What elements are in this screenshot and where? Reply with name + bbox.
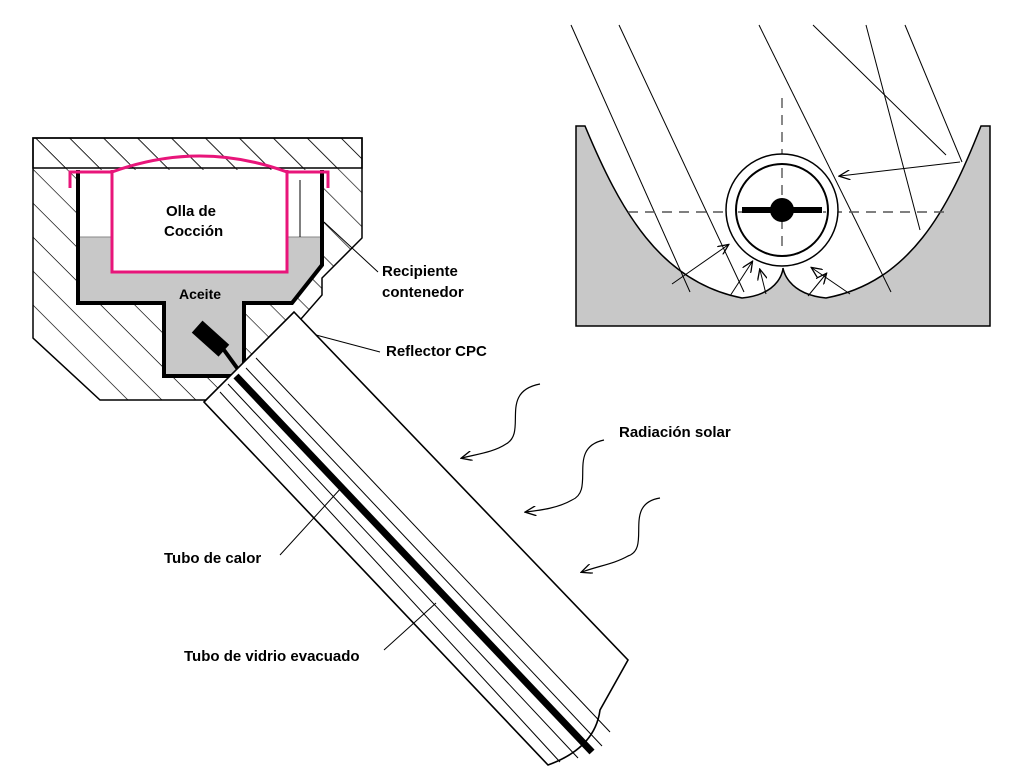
glass-line-3 <box>245 367 603 747</box>
radiation-arrow-3 <box>582 497 661 572</box>
solar-radiation-arrows <box>462 383 661 572</box>
leader-reflector <box>315 334 381 353</box>
oil-label: Aceite <box>179 286 221 302</box>
heat-pipe <box>233 373 595 755</box>
pot-label-2: Cocción <box>164 223 223 240</box>
container-label-2: contenedor <box>382 284 464 301</box>
container-label-1: Recipiente <box>382 263 458 280</box>
sun-rays <box>570 24 963 293</box>
glass-tube-label: Tubo de vidrio evacuado <box>184 648 360 665</box>
leader-glass-tube <box>383 602 437 651</box>
cpc-reflector-body <box>575 125 991 327</box>
leader-container <box>323 221 379 273</box>
heat-pipe-head <box>191 320 230 357</box>
heat-pipe-core <box>770 198 794 222</box>
glass-line-4 <box>255 357 611 733</box>
leader-heat-pipe <box>279 486 343 556</box>
cooker-section: Olla de Cocción Aceite <box>32 137 363 401</box>
cpc-section <box>570 24 991 327</box>
radiation-arrow-2 <box>526 439 605 512</box>
heat-pipe-label: Tubo de calor <box>164 550 261 567</box>
radiation-arrow-1 <box>462 383 541 458</box>
pot-lid <box>68 154 330 188</box>
cooking-pot <box>110 170 289 274</box>
lid-strip <box>32 137 363 169</box>
radiation-label: Radiación solar <box>619 424 731 441</box>
leader-lines <box>279 221 437 651</box>
reflected-rays <box>671 161 961 297</box>
reflector-label: Reflector CPC <box>386 343 487 360</box>
tube-outline <box>202 310 629 766</box>
glass-line-2 <box>227 383 579 759</box>
glass-line-1 <box>219 391 561 763</box>
evacuated-tube <box>202 310 629 766</box>
pot-label-1: Olla de <box>166 203 216 220</box>
